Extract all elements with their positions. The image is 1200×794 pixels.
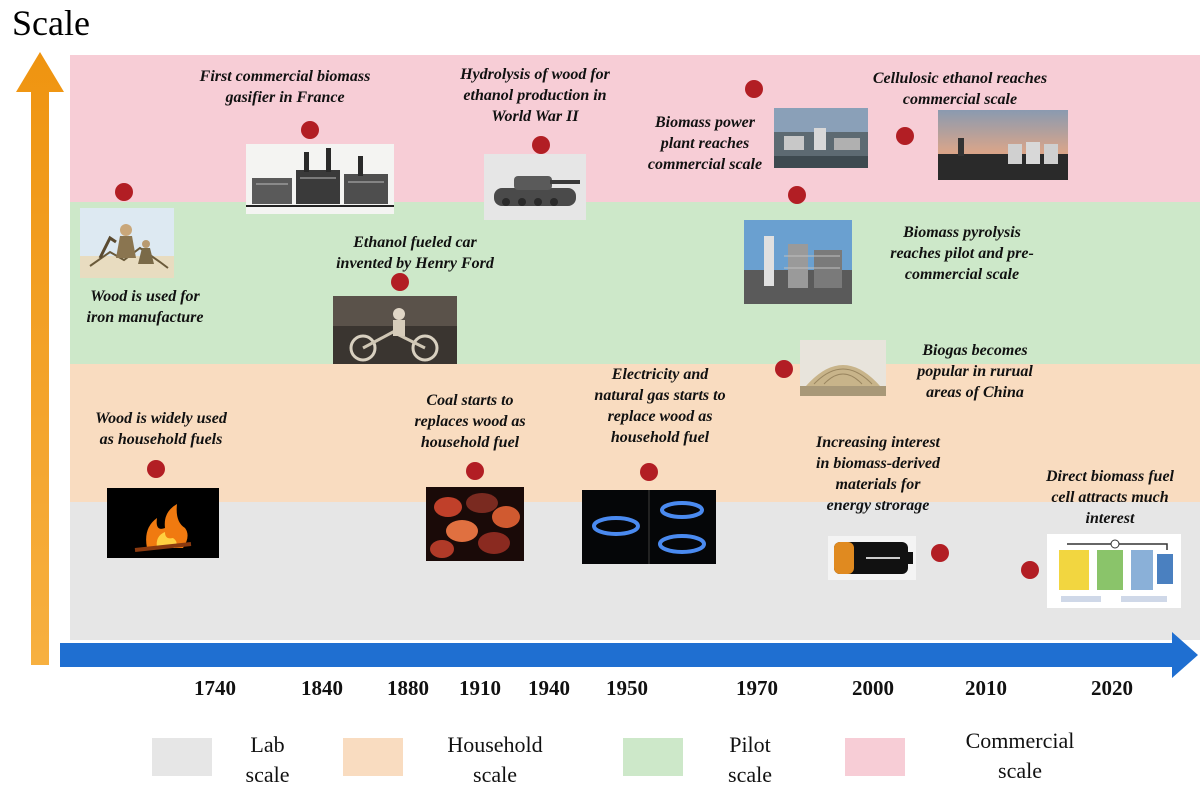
event-dot-wood-iron [115, 183, 133, 201]
year-2000: 2000 [852, 676, 894, 700]
legend-swatch-commercial [845, 738, 905, 776]
legend-swatch-lab [152, 738, 212, 776]
y-axis-title: Scale [12, 3, 90, 43]
event-dot-coal [466, 462, 484, 480]
pilot-scale-band [70, 202, 1200, 364]
event-dot-biogas [775, 360, 793, 378]
year-1940: 1940 [528, 676, 570, 700]
year-2020: 2020 [1091, 676, 1133, 700]
year-1950: 1950 [606, 676, 648, 700]
legend-swatch-pilot [623, 738, 683, 776]
coal-image [426, 487, 524, 561]
year-2010: 2010 [965, 676, 1007, 700]
event-dot-wood-household [147, 460, 165, 478]
event-dot-hydrolysis [532, 136, 550, 154]
event-dot-pyrolysis [788, 186, 806, 204]
y-axis-arrow [16, 52, 64, 665]
biogas-dome-image [800, 340, 886, 396]
year-1840: 1840 [301, 676, 343, 700]
tank-image [484, 154, 586, 220]
pyrolysis-plant-image [744, 220, 852, 304]
year-1970: 1970 [736, 676, 778, 700]
battery-image [828, 536, 916, 580]
iron-manufacture-image [80, 208, 174, 278]
x-axis-arrow [60, 632, 1198, 678]
event-dot-ethanol-car [391, 273, 409, 291]
event-dot-gas [640, 463, 658, 481]
gasifier-factory-image [246, 144, 394, 214]
year-1910: 1910 [459, 676, 501, 700]
fuel-cell-diagram-image [1047, 534, 1181, 608]
gas-burner-image [582, 490, 716, 564]
event-dot-cellulosic [896, 127, 914, 145]
power-plant-image [774, 108, 868, 168]
event-dot-storage [931, 544, 949, 562]
ethanol-car-image [333, 296, 457, 364]
event-dot-fuel-cell [1021, 561, 1039, 579]
year-1740: 1740 [194, 676, 236, 700]
year-1880: 1880 [387, 676, 429, 700]
event-dot-gasifier [301, 121, 319, 139]
fire-image [107, 488, 219, 558]
legend-swatch-household [343, 738, 403, 776]
household-scale-band [70, 364, 1200, 502]
event-dot-power-plant [745, 80, 763, 98]
cellulosic-plant-image [938, 110, 1068, 180]
